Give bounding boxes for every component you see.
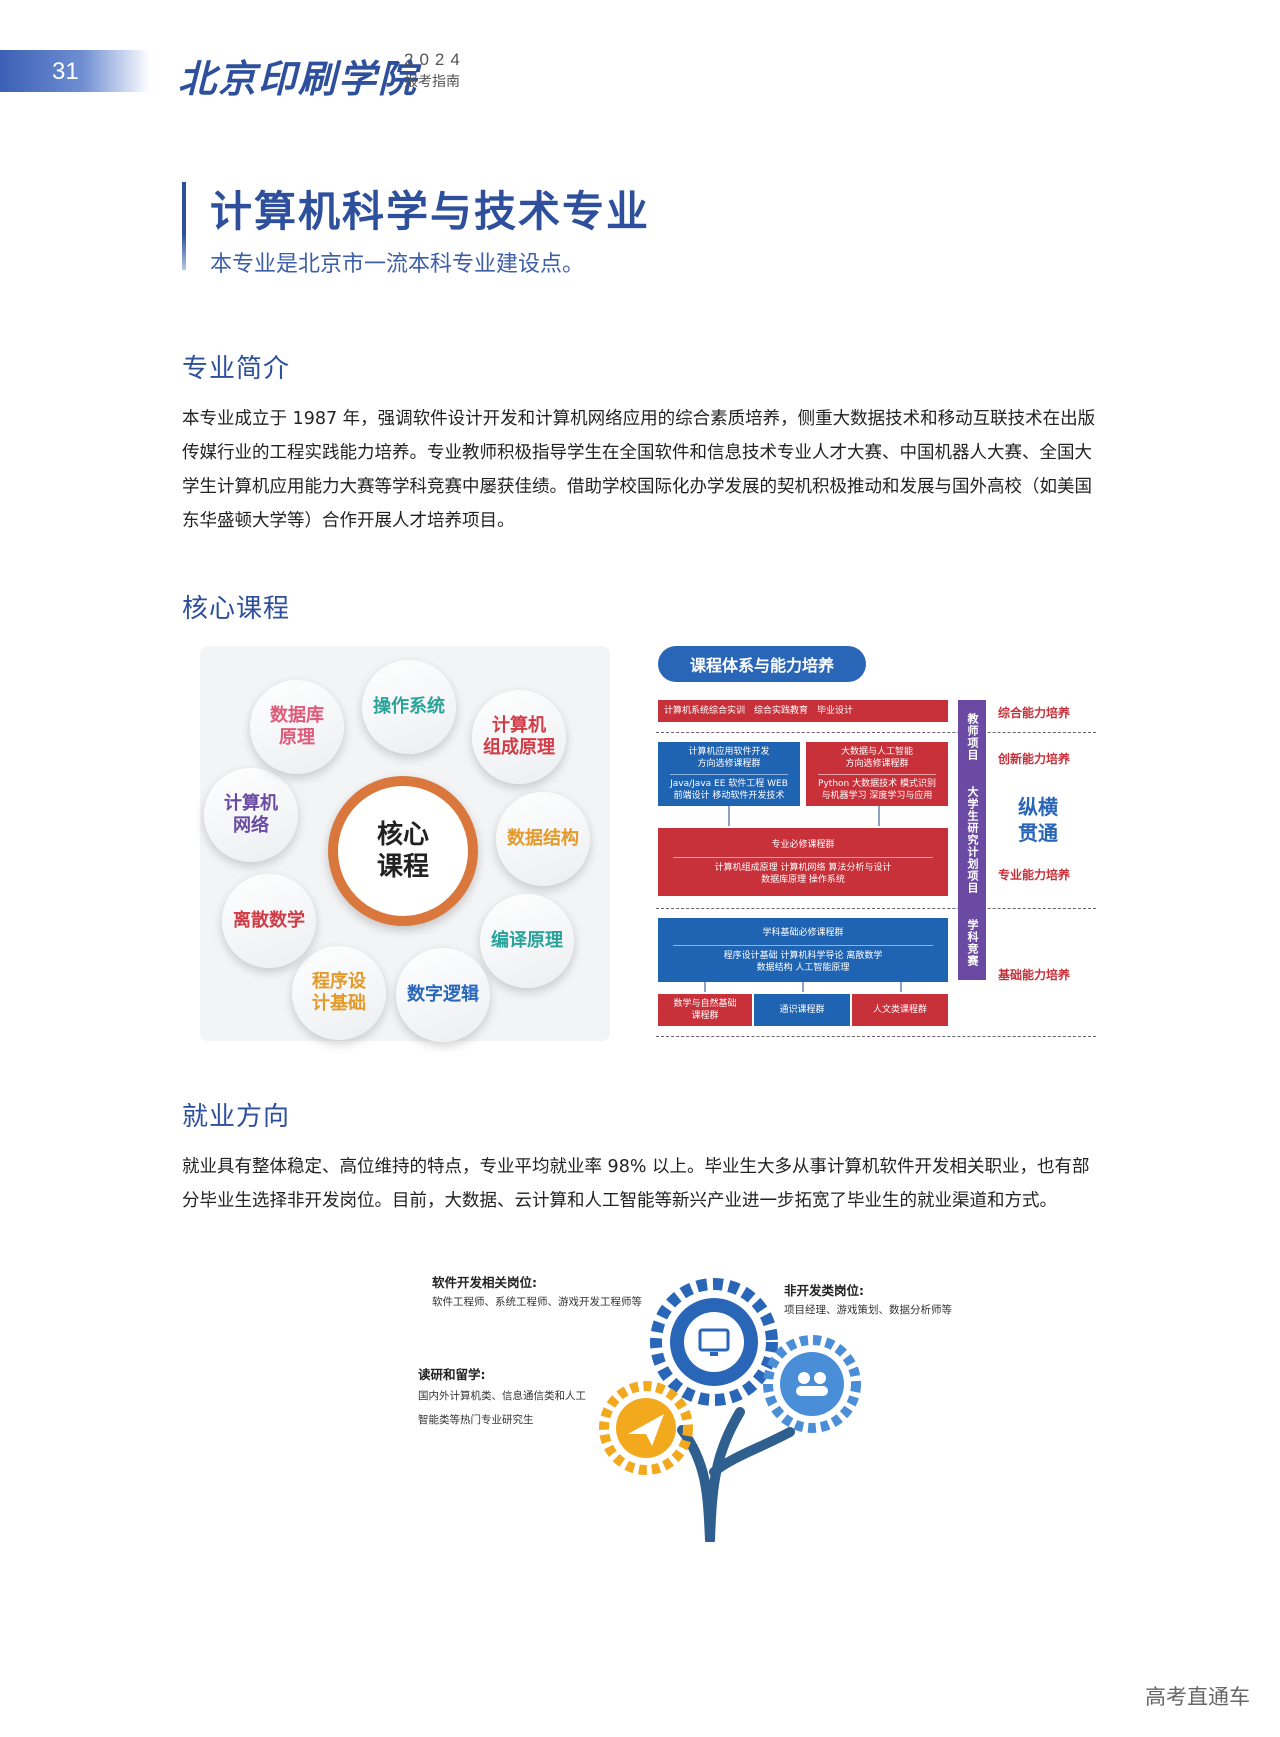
gear-lightblue [763, 1335, 861, 1433]
career-paragraph: 就业具有整体稳定、高位维持的特点，专业平均就业率 98% 以上。毕业生大多从事计… [182, 1157, 1090, 1211]
divider-line [656, 732, 1096, 733]
major-subtitle: 本专业是北京市一流本科专业建设点。 [210, 252, 585, 277]
direction-bigdata-courses: Python 大数据技术 模式识别 与机器学习 深度学习与应用 [818, 774, 936, 802]
direction-software-title: 计算机应用软件开发 方向选修课程群 [688, 747, 770, 769]
label-innovation: 创新能力培养 [998, 752, 1071, 766]
courses-heading: 核心课程 [182, 594, 291, 624]
course-item: 数据结构 [496, 792, 590, 886]
core-course-center: 核心 课程 [328, 776, 478, 926]
people-icon [798, 1372, 810, 1384]
required-course-title: 专业必修课程群 [771, 839, 835, 850]
dev-jobs-text: 软件工程师、系统工程师、游戏开发工程师等 [432, 1296, 642, 1308]
tree-trunk [677, 1407, 795, 1542]
arrow [704, 982, 706, 992]
course-system-title: 课程体系与能力培养 [658, 646, 866, 682]
course-item: 数字逻辑 [396, 948, 490, 1042]
humanities-course-block: 人文类课程群 [852, 994, 948, 1026]
monitor-icon [698, 1328, 730, 1352]
course-item: 程序设 计基础 [292, 946, 386, 1040]
label-integration: 纵横 贯通 [1018, 795, 1058, 845]
practice-block: 计算机系统综合实训 综合实践教育 毕业设计 [658, 700, 948, 722]
course-item: 操作系统 [362, 660, 456, 754]
vbar-student-research: 大学生研究计划项目 [966, 785, 979, 894]
course-item: 计算机 组成原理 [472, 690, 566, 784]
intro-paragraph: 本专业成立于 1987 年，强调软件设计开发和计算机网络应用的综合素质培养，侧重… [182, 409, 1096, 531]
label-comprehensive: 综合能力培养 [998, 706, 1071, 720]
arrow [802, 982, 804, 992]
vbar-teacher-project: 教师项目 [966, 712, 979, 761]
study-title: 读研和留学: [418, 1367, 486, 1382]
course-item: 编译原理 [480, 894, 574, 988]
gear-blue-large [650, 1278, 778, 1406]
math-course-label: 数学与自然基础 课程群 [673, 999, 737, 1021]
direction-bigdata-title: 大数据与人工智能 方向选修课程群 [840, 747, 913, 769]
direction-software-courses: Java/Java EE 软件工程 WEB 前端设计 移动软件开发技术 [670, 774, 788, 802]
nondev-jobs-title: 非开发类岗位: [784, 1283, 864, 1298]
gear-yellow [599, 1381, 693, 1475]
career-heading: 就业方向 [182, 1102, 291, 1132]
direction-block-software: 计算机应用软件开发 方向选修课程群 Java/Java EE 软件工程 WEB … [658, 742, 800, 806]
major-title: 计算机科学与技术专业 [210, 187, 651, 236]
divider-line [656, 908, 1096, 909]
course-item: 数据库 原理 [250, 680, 344, 774]
divider-line [656, 1036, 1096, 1037]
intro-heading: 专业简介 [182, 354, 291, 384]
study-text-line1: 国内外计算机类、信息通信类和人工 [418, 1390, 586, 1402]
basic-course-list: 程序设计基础 计算机科学导论 离散数学 数据结构 人工智能原理 [673, 944, 933, 974]
core-course-center-label: 核心 课程 [376, 820, 429, 882]
math-course-block: 数学与自然基础 课程群 [658, 994, 752, 1026]
arrow [878, 806, 880, 826]
general-course-block: 通识课程群 [754, 994, 850, 1026]
study-text-line2: 智能类等热门专业研究生 [418, 1414, 534, 1426]
guide-label: 报考指南 [404, 74, 460, 90]
page-number: 31 [52, 58, 79, 85]
course-item: 计算机 网络 [204, 768, 298, 862]
general-course-label: 通识课程群 [779, 1005, 825, 1015]
required-course-block: 专业必修课程群 计算机组成原理 计算机网络 算法分析与设计 数据库原理 操作系统 [658, 828, 948, 896]
core-course-ring: 核心 课程 操作系统计算机 组成原理数据结构编译原理数字逻辑程序设 计基础离散数… [200, 646, 610, 1042]
tree-illustration [599, 1278, 861, 1542]
title-accent-bar [182, 182, 186, 270]
course-system-diagram: 课程体系与能力培养 计算机系统综合实训 综合实践教育 毕业设计 计算机应用软件开… [656, 644, 1096, 1044]
school-logo-text: 北京印刷学院 [178, 56, 419, 101]
page-number-tab [0, 50, 150, 92]
basic-course-block: 学科基础必修课程群 程序设计基础 计算机科学导论 离散数学 数据结构 人工智能原… [658, 918, 948, 982]
arrow [900, 982, 902, 992]
label-basic: 基础能力培养 [998, 968, 1071, 982]
guide-year: 2024 [404, 50, 466, 69]
direction-block-bigdata: 大数据与人工智能 方向选修课程群 Python 大数据技术 模式识别 与机器学习… [806, 742, 948, 806]
watermark-text: 高考直通车 [1145, 1685, 1250, 1709]
project-vertical-bar: 教师项目 大学生研究计划项目 学科竞赛 [958, 700, 986, 980]
career-tree-graphic: 软件开发相关岗位: 软件工程师、系统工程师、游戏开发工程师等 非开发类岗位: 项… [410, 1262, 970, 1542]
arrow [728, 806, 730, 826]
dev-jobs-title: 软件开发相关岗位: [432, 1275, 537, 1290]
required-course-list: 计算机组成原理 计算机网络 算法分析与设计 数据库原理 操作系统 [673, 856, 933, 886]
basic-course-title: 学科基础必修课程群 [762, 927, 844, 938]
label-professional: 专业能力培养 [998, 868, 1071, 882]
nondev-jobs-text: 项目经理、游戏策划、数据分析师等 [784, 1304, 952, 1316]
course-item: 离散数学 [222, 874, 316, 968]
paper-plane-icon [628, 1414, 664, 1446]
vbar-competition: 学科竞赛 [966, 919, 979, 968]
humanities-course-label: 人文类课程群 [872, 1005, 927, 1015]
